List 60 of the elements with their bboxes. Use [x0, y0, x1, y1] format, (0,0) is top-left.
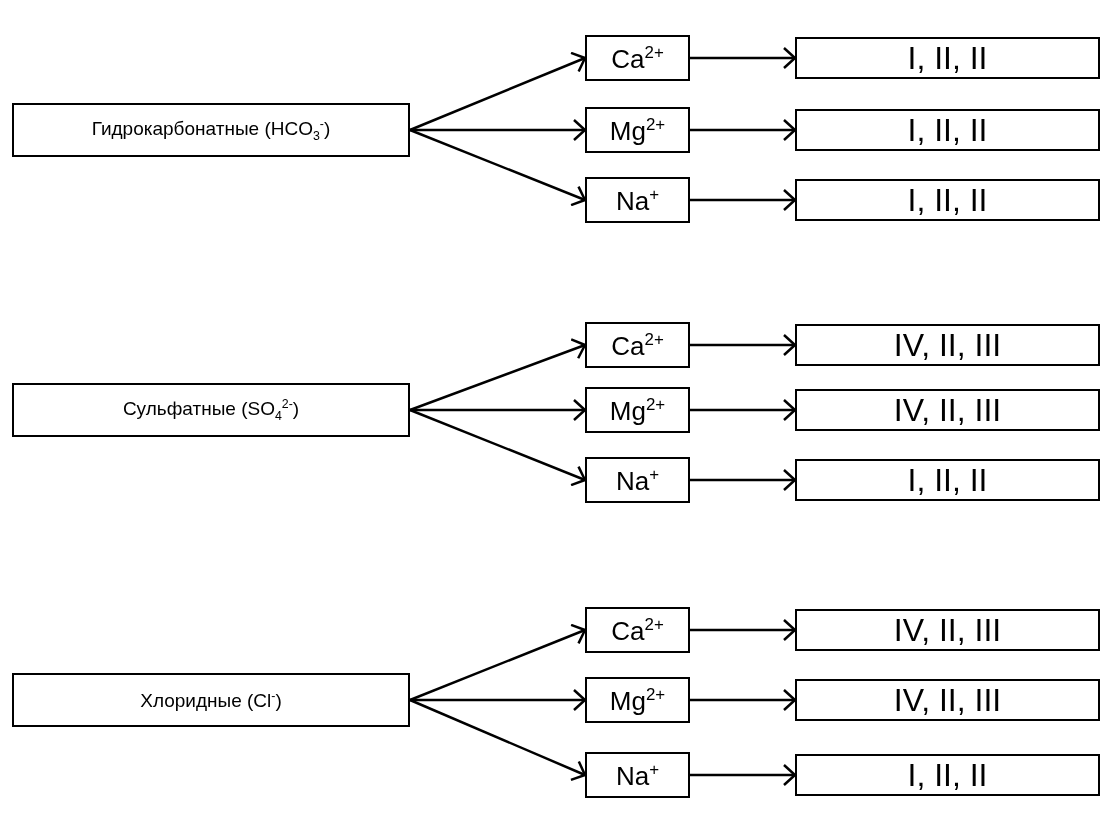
box-label: Сульфатные (SO$_{4}$$^{2-}$): [122, 397, 300, 423]
arrow: [690, 188, 797, 212]
box-label: Na$^{+}$: [615, 186, 660, 214]
box-label: I, II, II: [907, 114, 988, 146]
arrow: [690, 46, 797, 70]
arrow: [690, 688, 797, 712]
process-box: [12, 383, 410, 437]
process-box: [795, 679, 1100, 721]
arrow: [409, 408, 587, 487]
arrow: [409, 51, 587, 132]
process-box: [795, 324, 1100, 366]
process-box: [585, 677, 690, 723]
box-label: IV, II, III: [893, 394, 1002, 426]
box-label: Ca$^{2+}$: [611, 331, 664, 359]
arrow: [409, 623, 587, 702]
arrow: [690, 398, 797, 422]
process-box: [795, 179, 1100, 221]
box-label: Na$^{+}$: [615, 466, 660, 494]
process-box: [795, 389, 1100, 431]
box-label: IV, II, III: [893, 614, 1002, 646]
box-label: Ca$^{2+}$: [611, 44, 664, 72]
process-box: [585, 322, 690, 368]
box-label: I, II, II: [907, 464, 988, 496]
box-label: IV, II, III: [893, 329, 1002, 361]
box-label: IV, II, III: [893, 684, 1002, 716]
box-label: I, II, II: [907, 184, 988, 216]
process-box: [585, 107, 690, 153]
process-box: [585, 35, 690, 81]
arrow: [690, 763, 797, 787]
process-box: [12, 673, 410, 727]
process-box: [585, 752, 690, 798]
process-box: [585, 177, 690, 223]
process-box: [795, 459, 1100, 501]
arrow: [409, 338, 587, 412]
box-label: Хлоридные (Cl$^{-}$): [140, 689, 282, 711]
box-label: Ca$^{2+}$: [611, 616, 664, 644]
process-box: [585, 457, 690, 503]
process-box: [585, 607, 690, 653]
box-label: I, II, II: [907, 759, 988, 791]
process-box: [585, 387, 690, 433]
box-label: Гидрокарбонатные (HCO$_{3}$$^{-}$): [91, 117, 331, 143]
process-box: [795, 109, 1100, 151]
process-box: [795, 37, 1100, 79]
box-label: Mg$^{2+}$: [609, 116, 666, 144]
arrow: [410, 118, 587, 142]
box-label: Na$^{+}$: [615, 761, 660, 789]
arrow: [690, 118, 797, 142]
arrow: [409, 128, 587, 207]
arrow: [690, 618, 797, 642]
box-label: Mg$^{2+}$: [609, 686, 666, 714]
process-box: [795, 754, 1100, 796]
arrow: [410, 398, 587, 422]
process-box: [12, 103, 410, 157]
box-label: I, II, II: [907, 42, 988, 74]
arrow: [690, 333, 797, 357]
box-label: Mg$^{2+}$: [609, 396, 666, 424]
arrow: [410, 688, 587, 712]
arrow: [690, 468, 797, 492]
arrow: [409, 698, 587, 782]
process-box: [795, 609, 1100, 651]
